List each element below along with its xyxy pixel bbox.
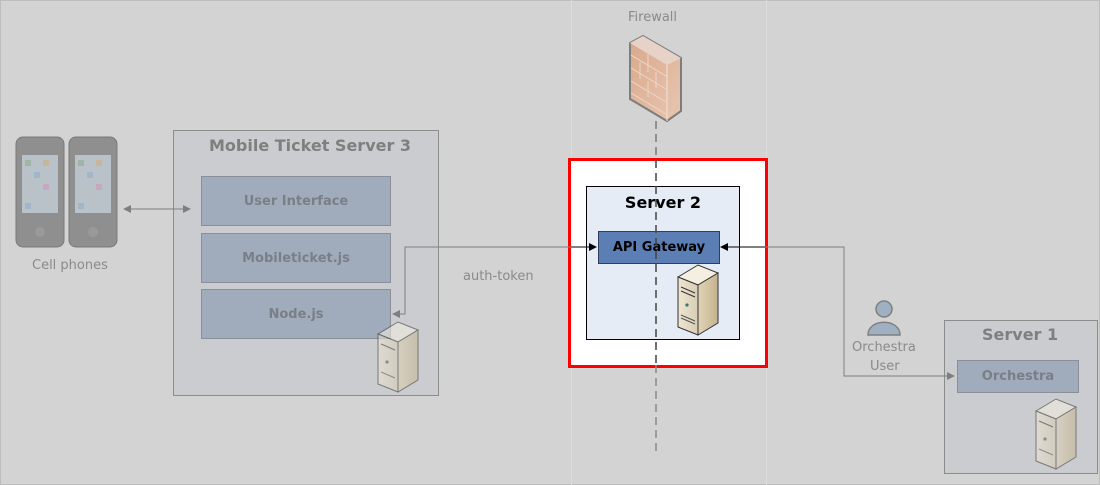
orchestra-user-connector [765,246,955,380]
auth-token-label: auth-token [463,269,534,284]
orchestra-user-label-line1: Orchestra [852,340,916,355]
module-orchestra: Orchestra [957,360,1079,393]
module-mobileticket-js: Mobileticket.js [201,233,391,283]
orchestra-user-label-line2: User [870,359,900,374]
auth-token-connector [392,246,571,318]
firewall-label: Firewall [628,10,678,25]
cell-phones-label: Cell phones [32,258,108,273]
module-node-js: Node.js [201,289,391,339]
mobile-ticket-server-title: Mobile Ticket Server 3 [209,136,412,155]
module-user-interface: User Interface [201,176,391,226]
server-icon [1034,398,1078,470]
server-icon [676,264,720,336]
server-icon [376,321,420,393]
server1-title: Server 1 [982,325,1059,344]
api-gateway-module: API Gateway [598,231,720,264]
server2-title: Server 2 [624,193,702,212]
